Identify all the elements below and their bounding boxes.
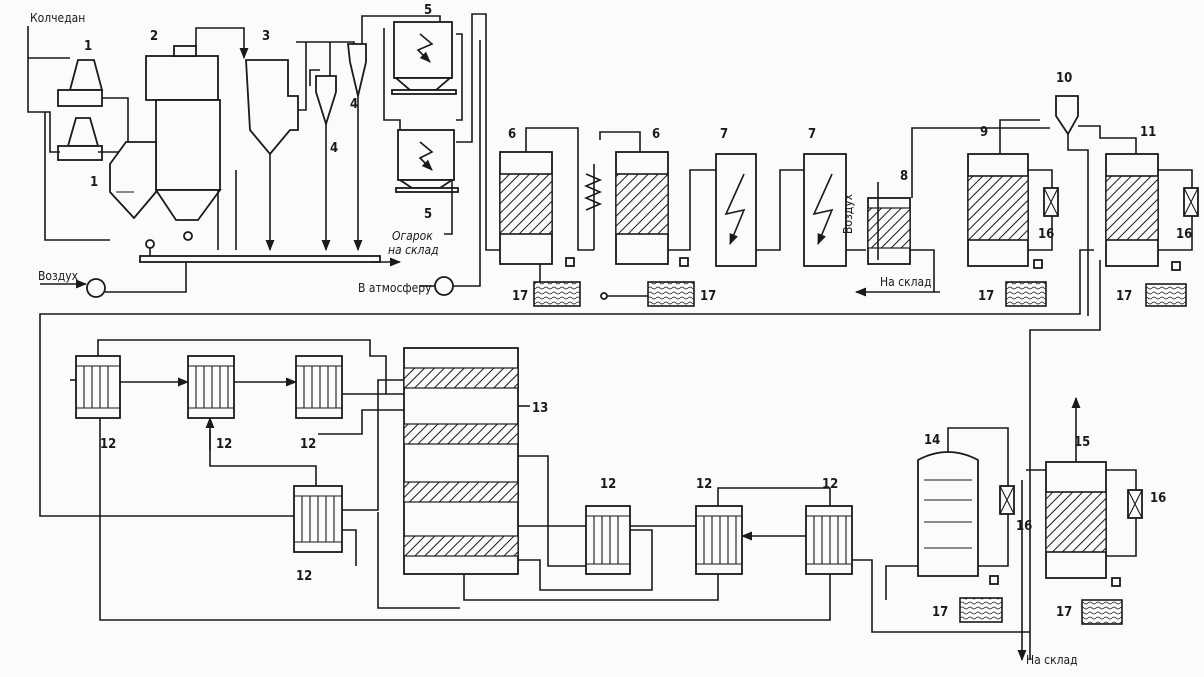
number-6-left: 6 [508,127,516,142]
collector-tank-17d [1145,261,1187,307]
number-1-upper: 1 [84,39,92,54]
number-7-left: 7 [720,127,728,142]
absorber-11 [1105,153,1159,267]
number-12-b: 12 [216,437,232,452]
number-12-e: 12 [600,477,616,492]
cooler-16a [1043,187,1059,217]
cooler-16b [1183,187,1199,217]
heat-exchanger-12g [805,505,853,575]
number-17-e: 17 [932,605,948,620]
cooler-16c [999,485,1015,515]
heat-exchanger-12f [695,505,743,575]
cinder-conveyor [139,255,381,263]
number-17-b: 17 [700,289,716,304]
number-8: 8 [900,169,908,184]
cyclone-4b [346,43,367,252]
spray-separator-10 [1055,95,1079,136]
roasting-furnace [109,45,222,249]
electrostatic-precipitator-lower [395,129,459,193]
drying-tower-8 [867,197,911,265]
exhaust-fan-icon [434,276,454,296]
number-16-b: 16 [1176,227,1192,242]
number-17-a: 17 [512,289,528,304]
label-to-storage-1: На склад [880,275,932,289]
number-13: 13 [532,401,548,416]
heat-exchanger-12e [585,505,631,575]
washing-tower-6b [615,151,669,265]
collector-tank-17e [959,575,1003,623]
cooler-16d [1127,489,1143,519]
pyrite-feeder-lower [57,117,103,161]
pyrite-feeder-upper [57,59,104,107]
number-9: 9 [980,125,988,140]
number-12-f: 12 [696,477,712,492]
monohydrate-absorber-15 [1045,461,1107,579]
collector-tank-17f [1081,577,1123,625]
cyclone-4a [315,75,337,252]
number-4-left: 4 [330,141,338,156]
number-12-d: 12 [296,569,312,584]
number-12-a: 12 [100,437,116,452]
electrostatic-precipitator-upper [391,21,457,95]
dust-chamber [245,59,299,252]
collector-tank-17b [647,257,695,307]
heat-exchanger-12d [293,485,343,553]
number-14: 14 [924,433,940,448]
number-6-right: 6 [652,127,660,142]
cooler-coil-icon [583,173,603,211]
number-4-right: 4 [350,97,358,112]
drying-tower-9 [967,153,1029,267]
heat-exchanger-12b [187,355,235,419]
label-cinder-1: Огарок [392,229,433,243]
number-7-right: 7 [808,127,816,142]
number-1-lower: 1 [90,175,98,190]
number-16-c: 16 [1016,519,1032,534]
number-12-g: 12 [822,477,838,492]
contact-apparatus-13 [403,347,519,575]
heat-exchanger-12c [295,355,343,419]
label-to-storage-2: На склад [1026,653,1078,667]
label-air-in: Воздух [38,269,79,283]
number-16-a: 16 [1038,227,1054,242]
number-10: 10 [1056,71,1072,86]
number-5-upper: 5 [424,3,432,18]
number-17-c: 17 [978,289,994,304]
collector-tank-17c [1005,259,1047,307]
number-15: 15 [1074,435,1090,450]
washing-tower-6a [499,151,553,265]
gas-return-line [39,249,1094,517]
number-12-c: 12 [300,437,316,452]
oleum-absorber-14 [917,451,979,577]
number-2: 2 [150,29,158,44]
collector-tank-17a [533,257,581,307]
label-pyrite: Колчедан [30,11,85,25]
number-17-f: 17 [1056,605,1072,620]
number-3: 3 [262,29,270,44]
label-atmosphere: В атмосферу [358,281,432,295]
wet-electrofilter-7b [803,153,847,267]
label-air-vertical: Воздух [841,193,855,234]
heat-exchanger-12a [75,355,121,419]
pyrite-feed-line [27,26,110,241]
wet-electrofilter-7a [715,153,757,267]
number-16-d: 16 [1150,491,1166,506]
number-5-lower: 5 [424,207,432,222]
number-17-d: 17 [1116,289,1132,304]
number-11: 11 [1140,125,1156,140]
air-blower-icon [86,278,106,298]
label-cinder-2: на склад [388,243,439,257]
